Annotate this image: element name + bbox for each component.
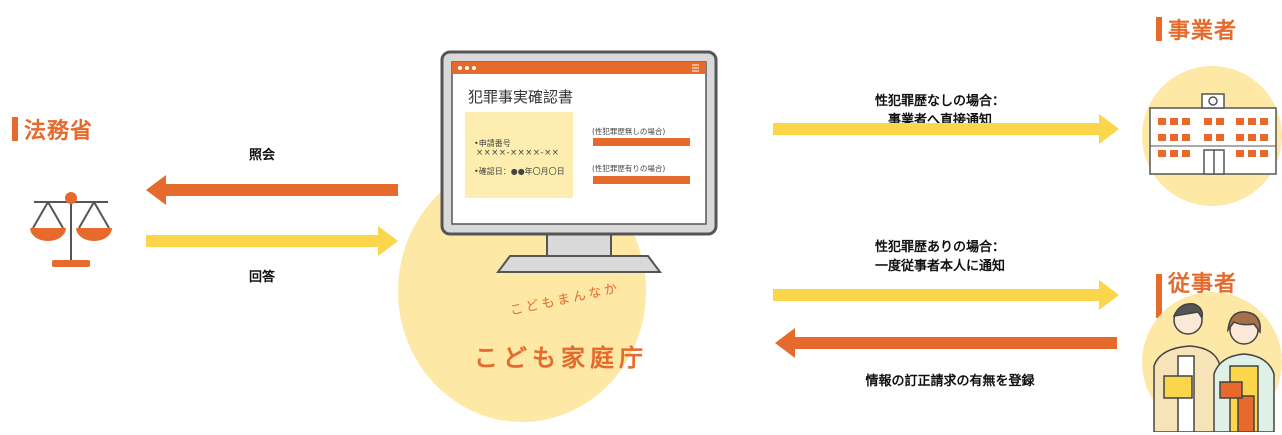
title-accent-bar [1156, 274, 1162, 318]
ministry-title: 法務省 [12, 113, 93, 145]
workers-illustration-icon [1150, 296, 1278, 432]
menu-dots-icon [453, 65, 462, 74]
has-record-label: 性犯罪歴ありの場合： 一度従事者本人に通知 [805, 238, 1075, 276]
title-accent-bar [1156, 17, 1162, 41]
no-record-line1: 性犯罪歴なしの場合： [874, 94, 1005, 109]
monitor-illustration [440, 50, 718, 278]
business-title-text: 事業者 [1168, 19, 1238, 44]
doc-title: 犯罪事実確認書 [468, 88, 574, 106]
notify-worker-arrow [773, 280, 1119, 310]
has-record-line1: 性犯罪歴ありの場合： [874, 240, 1005, 255]
inquiry-label: 照会 [248, 148, 275, 163]
case-no-record-label: (性犯罪歴無しの場合) [592, 127, 666, 136]
business-title: 事業者 [1156, 13, 1237, 45]
ministry-title-text: 法務省 [24, 119, 94, 144]
application-number-value: ××××-××××-×× [476, 148, 560, 158]
application-number-label: •申請番号 [474, 139, 511, 148]
scales-icon [22, 176, 120, 272]
confirm-date: •確認日：●●年〇月〇日 [474, 167, 565, 176]
case-has-record-label: (性犯罪歴有りの場合) [592, 164, 666, 173]
agency-name: こども家庭庁 [474, 344, 648, 372]
hamburger-icon[interactable] [690, 65, 699, 73]
register-label: 情報の訂正請求の有無を登録 [865, 374, 1035, 389]
answer-label: 回答 [248, 270, 275, 285]
school-building-icon [1146, 90, 1280, 178]
title-accent-bar [12, 117, 18, 141]
register-arrow [775, 328, 1117, 358]
notify-business-arrow [773, 114, 1119, 144]
inquiry-arrow [146, 175, 398, 205]
answer-arrow [146, 226, 398, 256]
has-record-line2: 一度従事者本人に通知 [874, 259, 1005, 274]
